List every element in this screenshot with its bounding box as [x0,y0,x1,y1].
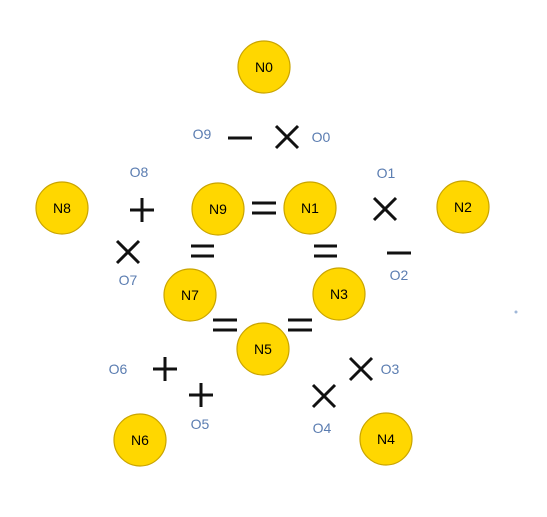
times-icon [115,239,141,265]
plus-icon [189,383,213,407]
node-n8-label: N8 [53,200,71,216]
equals-n9-n7 [191,244,214,258]
node-n3: N3 [312,267,366,321]
node-n1-circle [283,181,337,235]
operator-o3-label: O3 [381,361,400,377]
node-n6-circle [113,413,167,467]
operator-o6: O6 [109,357,177,381]
node-n0-label: N0 [255,59,273,75]
node-n4-circle [359,412,413,466]
node-n3-label: N3 [330,286,348,302]
operator-o4: O4 [311,383,337,436]
operator-o4-label: O4 [313,420,332,436]
node-n2: N2 [436,180,490,234]
node-n5: N5 [236,322,290,376]
equals-n9-n1 [252,201,276,215]
plus-icon [153,357,177,381]
operator-o6-label: O6 [109,361,128,377]
operator-o2-label: O2 [390,267,409,283]
operator-o1: O1 [372,165,398,222]
operator-o0: O0 [274,124,331,150]
node-n2-label: N2 [454,199,472,215]
operator-o7-label: O7 [119,272,138,288]
node-n8: N8 [35,181,89,235]
node-n9-label: N9 [209,201,227,217]
node-n8-circle [35,181,89,235]
node-n3-circle [312,267,366,321]
equals-n3-n5 [288,318,312,332]
node-n7-circle [163,268,217,322]
node-n5-circle [236,322,290,376]
operator-o2: O2 [387,251,411,283]
node-n6-label: N6 [131,432,149,448]
plus-icon [130,198,154,222]
operator-o8-label: O8 [130,164,149,180]
operator-o9: O9 [193,126,252,142]
operator-o9-label: O9 [193,126,212,142]
node-n0: N0 [237,40,291,94]
equals-n1-n3 [314,244,337,258]
node-n0-circle [237,40,291,94]
operator-o8: O8 [130,164,154,222]
node-n9: N9 [191,182,245,236]
node-n2-circle [436,180,490,234]
node-n7-label: N7 [181,287,199,303]
operator-o0-label: O0 [312,129,331,145]
times-icon [348,356,374,382]
operator-o5-label: O5 [191,416,210,432]
node-n5-label: N5 [254,341,272,357]
operator-o1-label: O1 [377,165,396,181]
operator-o5: O5 [189,383,213,432]
node-n9-circle [191,182,245,236]
equals-n7-n5 [213,318,237,332]
node-n7: N7 [163,268,217,322]
times-icon [372,196,398,222]
node-n1: N1 [283,181,337,235]
times-icon [274,124,300,150]
times-icon [311,383,337,409]
node-n4: N4 [359,412,413,466]
stray-dot [514,310,518,314]
node-n4-label: N4 [377,431,395,447]
operator-o3: O3 [348,356,400,382]
node-n1-label: N1 [301,200,319,216]
operator-o7: O7 [115,239,141,288]
node-n6: N6 [113,413,167,467]
